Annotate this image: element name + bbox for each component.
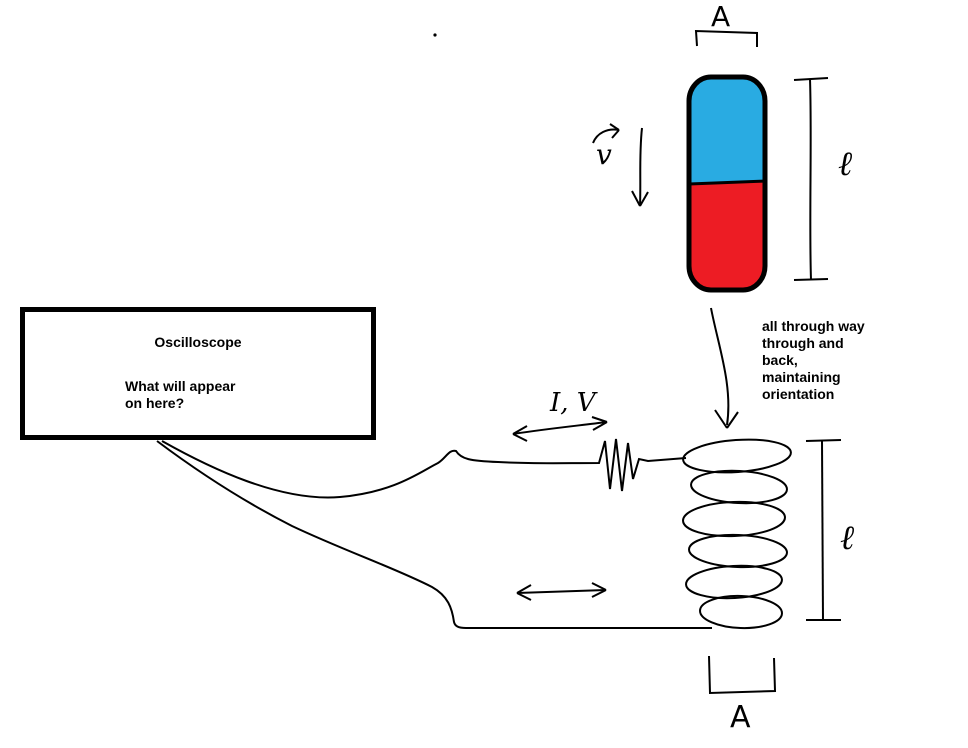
velocity-vector-hat xyxy=(592,128,620,144)
coil-loop xyxy=(690,469,788,505)
area-bracket-top xyxy=(694,29,758,47)
velocity-vector-arrowhead-icon xyxy=(609,123,620,139)
magnet-length-measure-ticks xyxy=(793,77,829,281)
area-label-top: A xyxy=(711,0,731,33)
stray-dot xyxy=(433,33,437,37)
annotation-line4: maintaining xyxy=(762,369,841,385)
magnet-divider-line xyxy=(688,179,766,186)
coil-loop xyxy=(685,564,783,600)
down-arrowhead-icon xyxy=(631,190,649,207)
annotation-line3: back, xyxy=(762,352,798,368)
wire-upper xyxy=(161,438,687,499)
coil-loop xyxy=(699,594,783,630)
magnet-path-arrow xyxy=(710,307,730,426)
oscilloscope-question: What will appear on here? xyxy=(125,378,305,412)
area-label-bottom: A xyxy=(730,700,751,735)
oscilloscope-question-line2: on here? xyxy=(125,395,185,411)
coil-loop xyxy=(682,438,792,474)
lower-double-arrow xyxy=(516,589,607,594)
wire-lower xyxy=(156,440,712,629)
annotation-line5: orientation xyxy=(762,386,835,402)
oscilloscope-question-line1: What will appear xyxy=(125,378,236,394)
coil-length-measure-line xyxy=(821,440,824,622)
iv-double-arrow xyxy=(512,421,608,435)
magnet-path-arrowhead-icon xyxy=(714,409,739,429)
oscilloscope-box: Oscilloscope What will appear on here? xyxy=(20,307,376,440)
velocity-label: v xyxy=(596,138,612,171)
annotation-line2: through and xyxy=(762,335,844,351)
coil-loop xyxy=(688,533,788,569)
magnet-length-label: ℓ xyxy=(838,144,853,184)
area-bracket-bottom xyxy=(708,655,777,695)
coil xyxy=(682,438,792,630)
iv-double-arrowheads-icon xyxy=(512,416,608,442)
coil-length-measure-ticks xyxy=(805,439,842,621)
annotation-line1: all through way xyxy=(762,318,865,334)
oscilloscope-title: Oscilloscope xyxy=(154,334,242,350)
magnet-bottom-half xyxy=(689,181,765,290)
magnet-length-measure-line xyxy=(809,78,812,281)
coil-length-label: ℓ xyxy=(840,518,855,558)
lower-double-arrowheads-icon xyxy=(516,582,607,601)
down-arrow xyxy=(639,127,643,207)
magnet-top-half xyxy=(689,77,765,184)
annotation-text: all through way through and back, mainta… xyxy=(762,318,912,403)
coil-loop xyxy=(682,500,786,538)
current-voltage-label: I, V xyxy=(550,388,596,418)
